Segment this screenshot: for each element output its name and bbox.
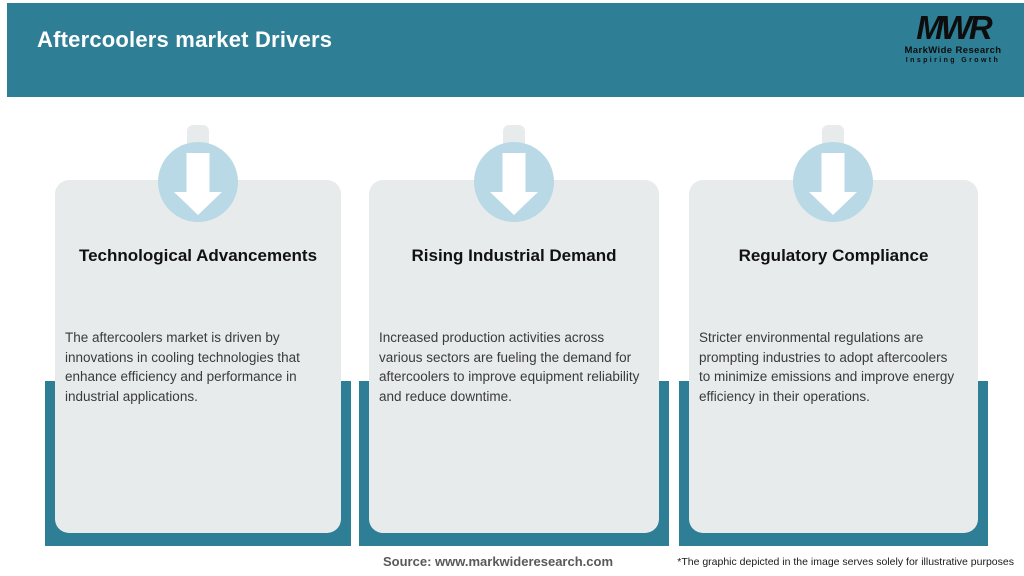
down-arrow-icon: [174, 153, 222, 215]
markwide-research-logo: MWR MarkWide Research Inspiring Growth: [898, 9, 1008, 65]
icon-circle: [793, 142, 873, 222]
driver-card-technological-advancements: Technological Advancements The aftercool…: [55, 180, 341, 533]
card-body-text: Stricter environmental regulations are p…: [699, 330, 955, 404]
card-body-text: The aftercoolers market is driven by inn…: [65, 330, 300, 404]
down-arrow-icon: [809, 153, 857, 215]
logo-acronym: MWR: [916, 9, 992, 46]
card-title: Rising Industrial Demand: [411, 246, 617, 265]
header-bar: Aftercoolers market Drivers MWR MarkWide…: [7, 3, 1024, 97]
driver-card-rising-industrial-demand: Rising Industrial Demand Increased produ…: [369, 180, 659, 533]
card-title: Regulatory Compliance: [738, 246, 929, 265]
logo-tagline: Inspiring Growth: [905, 57, 1001, 64]
down-arrow-icon: [490, 153, 538, 215]
card-body-text: Increased production activities across v…: [379, 330, 640, 404]
driver-card-regulatory-compliance: Regulatory Compliance Stricter environme…: [689, 180, 978, 533]
source-text: Source: www.markwideresearch.com: [383, 554, 614, 569]
icon-circle: [474, 142, 554, 222]
disclaimer-text: *The graphic depicted in the image serve…: [677, 556, 1014, 568]
page-title: Aftercoolers market Drivers: [37, 27, 333, 52]
card-title: Technological Advancements: [78, 246, 318, 265]
logo-name: MarkWide Research: [904, 45, 1002, 56]
icon-circle: [158, 142, 238, 222]
